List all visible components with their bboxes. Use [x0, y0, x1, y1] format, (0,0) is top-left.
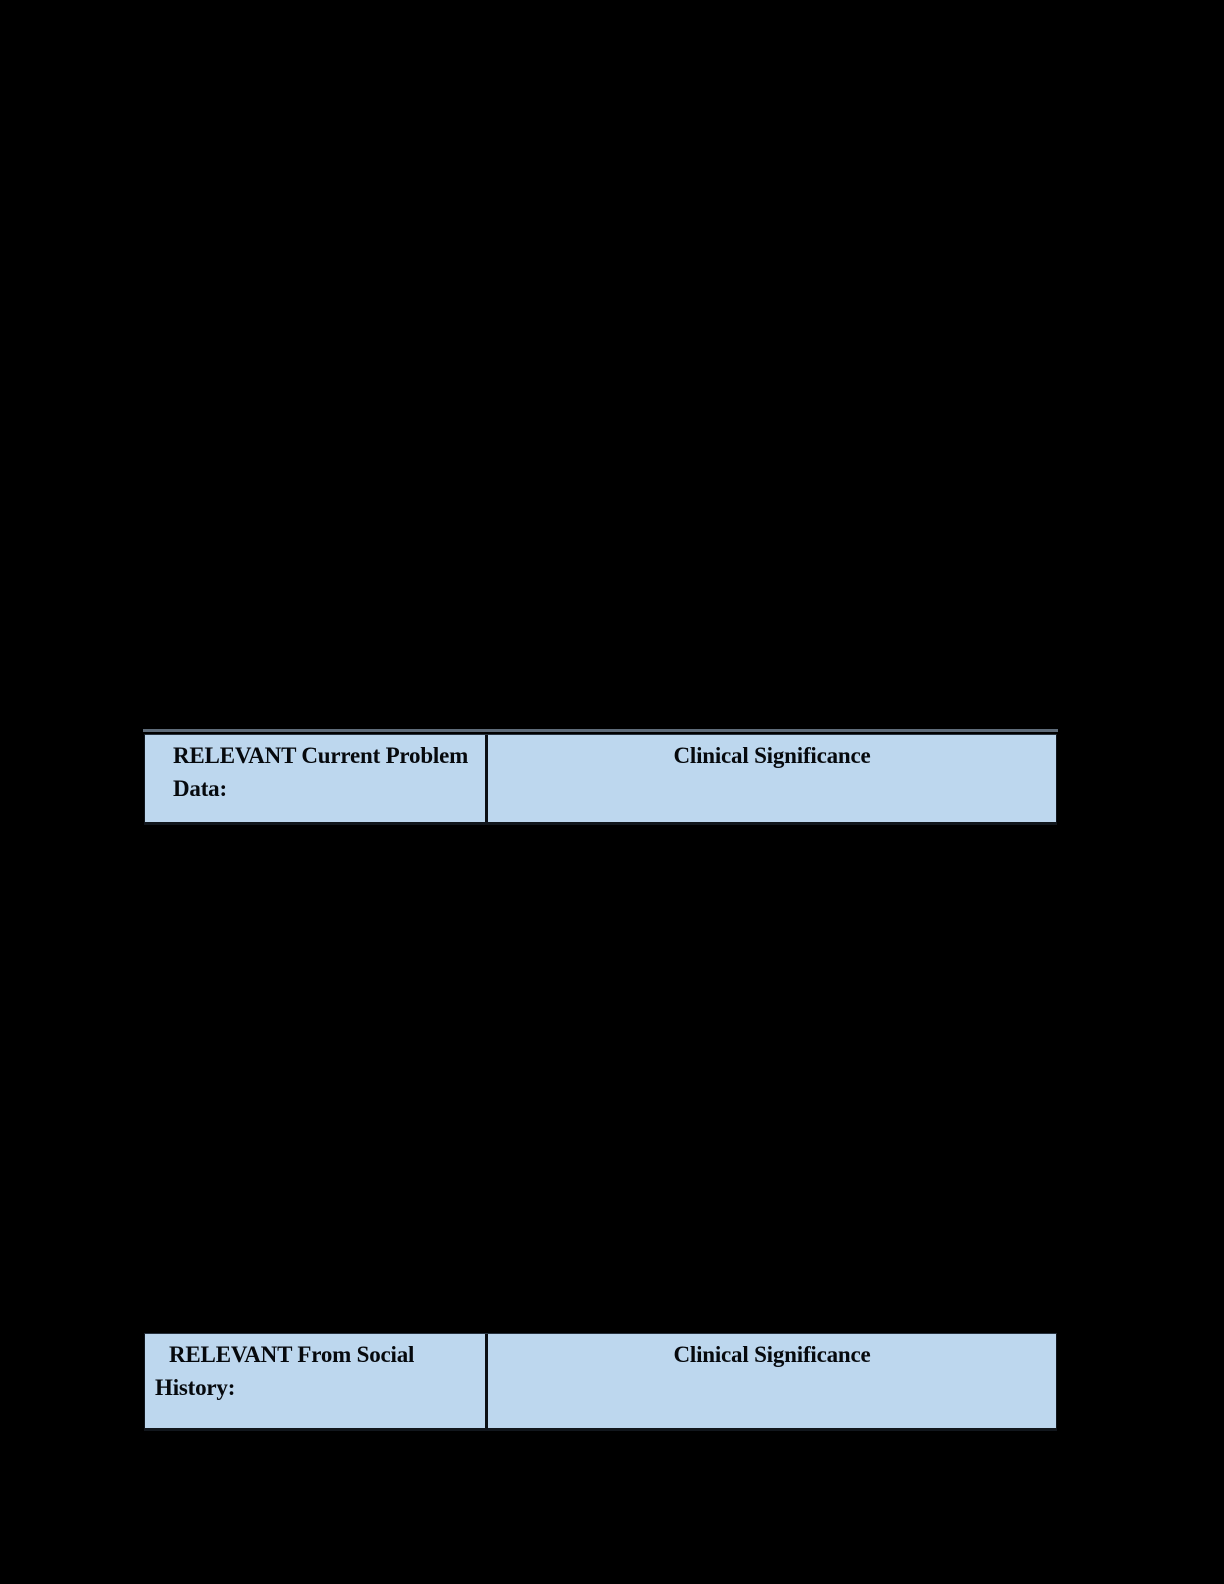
current-problem-header-label: RELEVANT Current Problem Data:	[173, 743, 469, 801]
current-problem-header-cell: RELEVANT Current Problem Data:	[145, 735, 488, 822]
social-history-header-cell: RELEVANT From Social History:	[145, 1334, 488, 1428]
clinical-significance-header-label-2: Clinical Significance	[673, 1342, 871, 1367]
current-problem-table-header-row: RELEVANT Current Problem Data: Clinical …	[144, 734, 1057, 825]
clinical-significance-header-cell: Clinical Significance	[488, 735, 1056, 822]
clinical-significance-header-cell-2: Clinical Significance	[488, 1334, 1056, 1428]
social-history-header-label: RELEVANT From Social History:	[155, 1342, 415, 1400]
clinical-significance-header-label: Clinical Significance	[673, 743, 871, 768]
social-history-table-header-row: RELEVANT From Social History: Clinical S…	[144, 1333, 1057, 1431]
table-top-rule	[143, 729, 1058, 732]
